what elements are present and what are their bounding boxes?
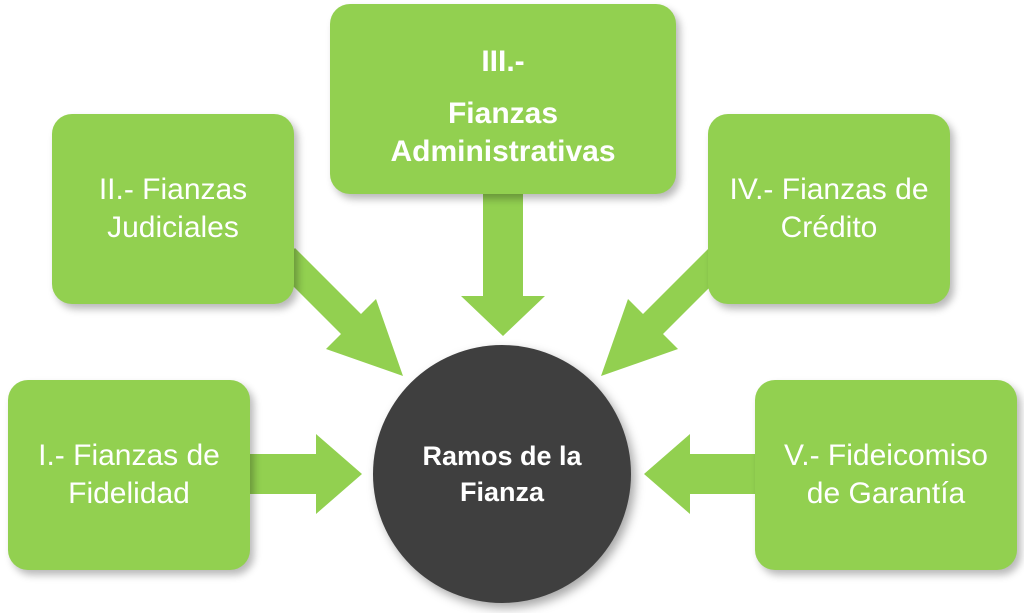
branch-label-credito: IV.- Fianzas de Crédito [729,173,929,244]
center-node: Ramos de la Fianza [373,345,631,603]
branch-label-garantia: V.- Fideicomiso de Garantía [784,439,988,510]
branch-box-administrativas: III.- Fianzas Administrativas [330,4,676,194]
branch-label-judiciales: II.- Fianzas Judiciales [98,173,248,244]
arrow-4 [601,248,729,376]
arrow-2 [275,248,403,376]
branch-roman-administrativas: III.- [481,45,525,79]
center-label: Ramos de la Fianza [422,440,582,507]
branch-box-credito: IV.- Fianzas de Crédito [708,114,950,304]
arrow-1 [250,434,362,514]
arrow-3 [461,194,545,336]
branch-box-fidelidad: I.- Fianzas de Fidelidad [8,380,250,570]
branch-box-garantia: V.- Fideicomiso de Garantía [755,380,1017,570]
arrow-5 [644,434,755,514]
branch-label-fidelidad: I.- Fianzas de Fidelidad [38,439,220,510]
branch-label-administrativas: Fianzas Administrativas [390,97,616,168]
branch-box-judiciales: II.- Fianzas Judiciales [52,114,294,304]
